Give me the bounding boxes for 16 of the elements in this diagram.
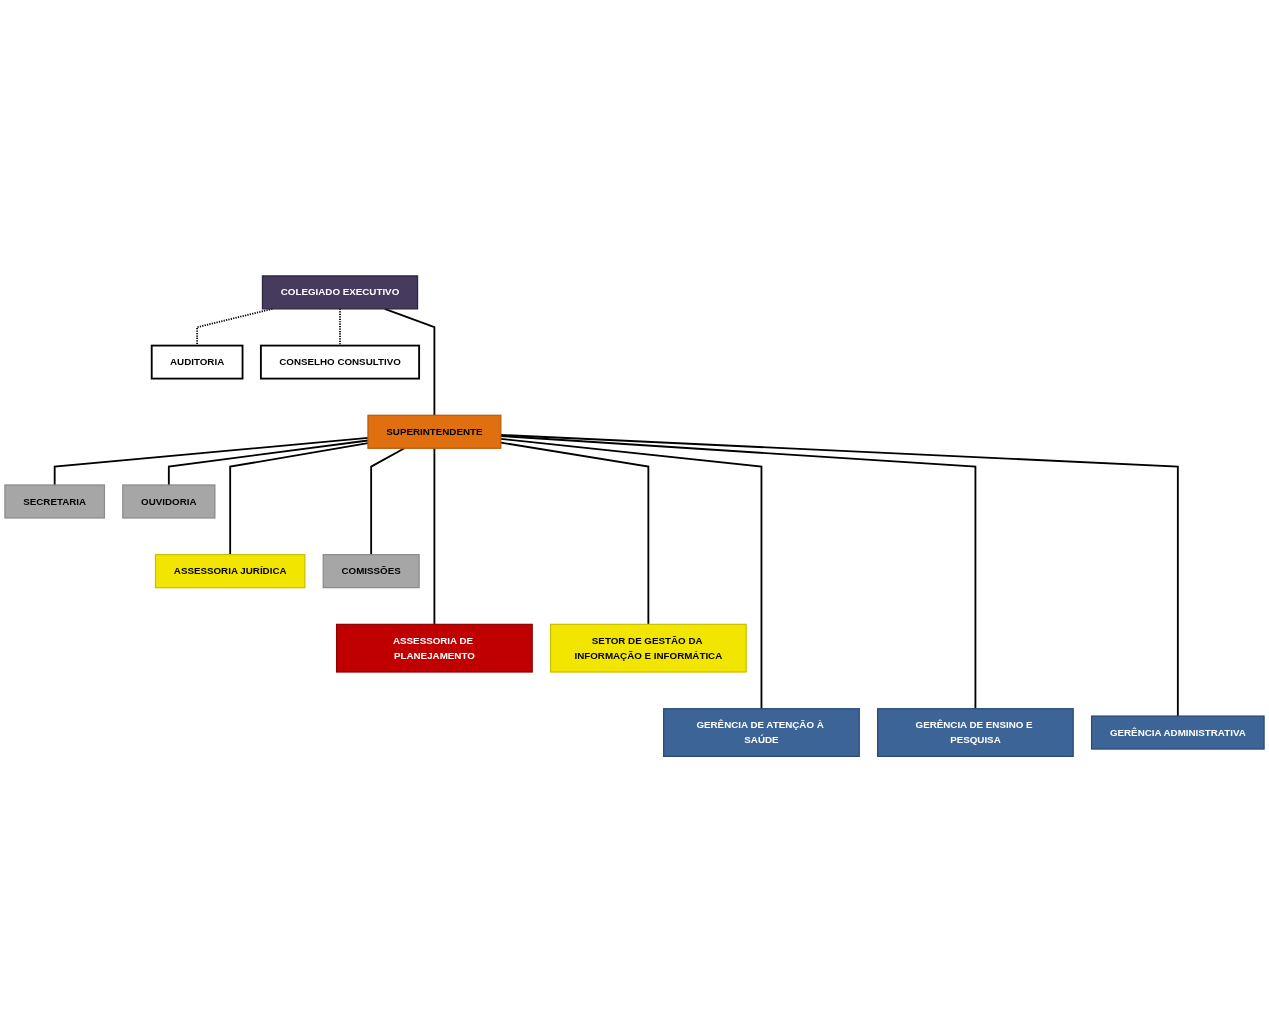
node-box: AUDITORIA [150,345,244,380]
node-box: SUPERINTENDENTE [367,415,502,450]
node-box: CONSELHO CONSULTIVO [259,345,421,380]
connector [339,308,341,347]
node-box: GERÊNCIA ADMINISTRATIVA [1090,715,1265,750]
node-box: COLEGIADO EXECUTIVO [261,275,419,310]
node-box: COMISSÕES [322,554,420,589]
node-box: SETOR DE GESTÃO DA INFORMAÇÃO E INFORMÁTICA [549,624,747,673]
node-box: ASSESSORIA JURÍDICA [154,554,306,589]
connector [370,447,406,556]
node-box: OUVIDORIA [122,484,216,519]
node-box: SECRETARIA [4,484,106,519]
node-box: ASSESSORIA DE PLANEJAMENTO [335,624,533,673]
connector [433,447,436,626]
node-box: GERÊNCIA DE ENSINO E PESQUISA [877,708,1074,758]
node-box: GERÊNCIA DE ATENÇÃO À SAÚDE [663,708,860,758]
